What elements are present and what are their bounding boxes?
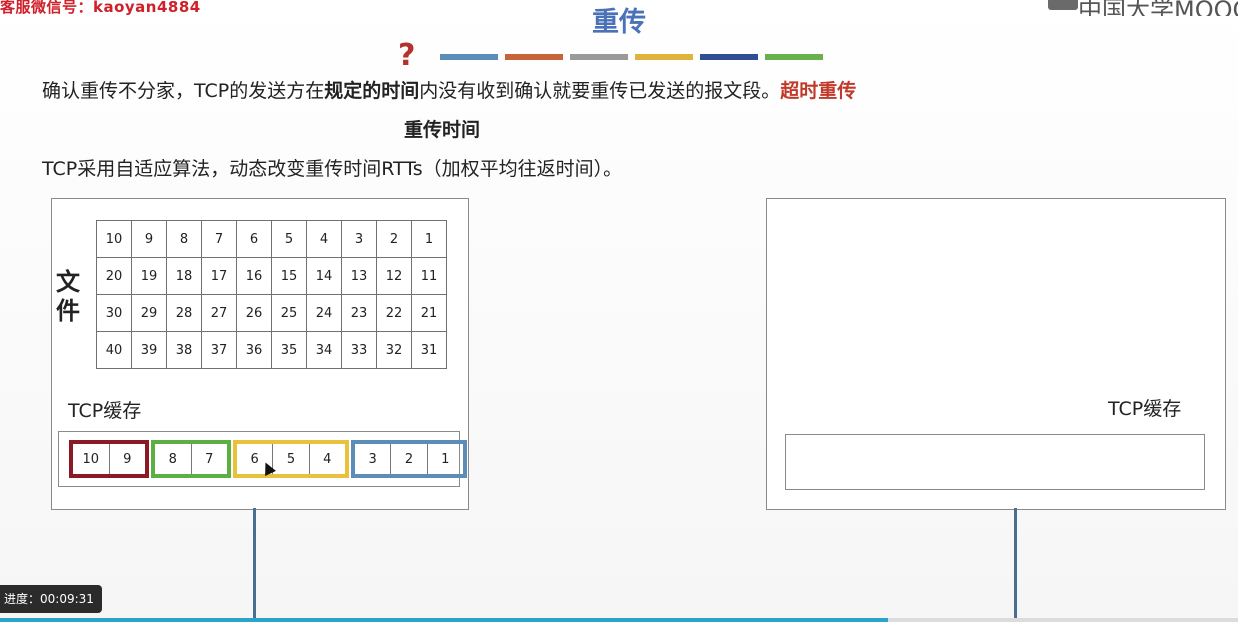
file-block-cell: 23 bbox=[341, 294, 377, 332]
file-block-cell: 9 bbox=[131, 220, 167, 258]
segment-cell: 6 bbox=[237, 444, 274, 474]
file-block-cell: 25 bbox=[271, 294, 307, 332]
segment-cell: 3 bbox=[355, 444, 392, 474]
segment-group-1: 10 9 bbox=[69, 440, 149, 478]
question-mark-icon: ? bbox=[398, 38, 416, 73]
playback-timestamp: 进度：00:09:31 bbox=[0, 585, 102, 613]
file-block-cell: 40 bbox=[96, 331, 132, 369]
file-block-cell: 8 bbox=[166, 220, 202, 258]
file-block-cell: 16 bbox=[236, 257, 272, 295]
file-block-cell: 31 bbox=[411, 331, 447, 369]
file-block-cell: 6 bbox=[236, 220, 272, 258]
file-block-cell: 32 bbox=[376, 331, 412, 369]
file-block-cell: 17 bbox=[201, 257, 237, 295]
mooc-logo: 中国大学MOOC bbox=[1048, 0, 1238, 16]
file-block-cell: 39 bbox=[131, 331, 167, 369]
file-block-cell: 38 bbox=[166, 331, 202, 369]
color-bar-1 bbox=[440, 54, 498, 60]
sender-cache-label: TCP缓存 bbox=[68, 400, 142, 422]
color-bar-3 bbox=[570, 54, 628, 60]
text-line-1-c: 内没有收到确认就要重传已发送的报文段。 bbox=[419, 80, 781, 102]
file-label: 文件 bbox=[56, 268, 82, 326]
file-block-cell: 21 bbox=[411, 294, 447, 332]
file-block-cell: 22 bbox=[376, 294, 412, 332]
file-block-cell: 15 bbox=[271, 257, 307, 295]
receiver-cache-buffer bbox=[785, 434, 1205, 490]
color-bar-6 bbox=[765, 54, 823, 60]
file-block-cell: 36 bbox=[236, 331, 272, 369]
receiver-cache-label: TCP缓存 bbox=[1108, 398, 1182, 420]
timeout-retransmit-label: 超时重传 bbox=[780, 80, 857, 102]
file-block-cell: 4 bbox=[306, 220, 342, 258]
text-line-2: 重传时间 bbox=[404, 119, 481, 141]
text-line-3: TCP采用自适应算法，动态改变重传时间RTTs（加权平均往返时间）。 bbox=[42, 158, 623, 180]
file-block-cell: 37 bbox=[201, 331, 237, 369]
file-block-cell: 11 bbox=[411, 257, 447, 295]
file-block-cell: 29 bbox=[131, 294, 167, 332]
file-block-cell: 35 bbox=[271, 331, 307, 369]
file-block-cell: 1 bbox=[411, 220, 447, 258]
file-block-cell: 3 bbox=[341, 220, 377, 258]
file-block-cell: 20 bbox=[96, 257, 132, 295]
segment-cell: 1 bbox=[441, 451, 450, 467]
file-block-cell: 30 bbox=[96, 294, 132, 332]
text-line-1: 确认重传不分家，TCP的发送方在规定的时间内没有收到确认就要重传已发送的报文段。… bbox=[42, 76, 856, 103]
color-bar-5 bbox=[700, 54, 758, 60]
segment-cell: 9 bbox=[123, 451, 132, 467]
mooc-logo-icon bbox=[1048, 0, 1078, 10]
segment-cell: 4 bbox=[323, 451, 332, 467]
progress-bar-fill bbox=[0, 618, 888, 622]
mooc-logo-text: 中国大学MOOC bbox=[1078, 0, 1238, 16]
slide-title: 重传 bbox=[592, 7, 646, 38]
color-bar-2 bbox=[505, 54, 563, 60]
segment-cell: 8 bbox=[155, 444, 192, 474]
file-block-cell: 10 bbox=[96, 220, 132, 258]
file-block-cell: 27 bbox=[201, 294, 237, 332]
text-line-1-a: 确认重传不分家，TCP的发送方在 bbox=[42, 80, 325, 102]
segment-cell: 5 bbox=[273, 444, 310, 474]
sender-link-wire bbox=[253, 508, 256, 622]
file-block-cell: 24 bbox=[306, 294, 342, 332]
receiver-link-wire bbox=[1014, 508, 1017, 622]
watermark-text: 客服微信号：kaoyan4884 bbox=[0, 0, 201, 16]
file-block-cell: 33 bbox=[341, 331, 377, 369]
file-block-cell: 13 bbox=[341, 257, 377, 295]
file-block-cell: 7 bbox=[201, 220, 237, 258]
file-block-cell: 5 bbox=[271, 220, 307, 258]
file-block-cell: 28 bbox=[166, 294, 202, 332]
file-label-text: 文件 bbox=[56, 268, 80, 325]
file-block-cell: 26 bbox=[236, 294, 272, 332]
segment-cell: 2 bbox=[391, 444, 428, 474]
file-block-cell: 14 bbox=[306, 257, 342, 295]
file-block-cell: 2 bbox=[376, 220, 412, 258]
file-block-cell: 34 bbox=[306, 331, 342, 369]
file-block-cell: 19 bbox=[131, 257, 167, 295]
segment-cell: 10 bbox=[73, 444, 110, 474]
segment-cell: 7 bbox=[205, 451, 214, 467]
file-block-cell: 18 bbox=[166, 257, 202, 295]
text-line-1-b: 规定的时间 bbox=[324, 80, 420, 102]
file-block-cell: 12 bbox=[376, 257, 412, 295]
color-bar-4 bbox=[635, 54, 693, 60]
